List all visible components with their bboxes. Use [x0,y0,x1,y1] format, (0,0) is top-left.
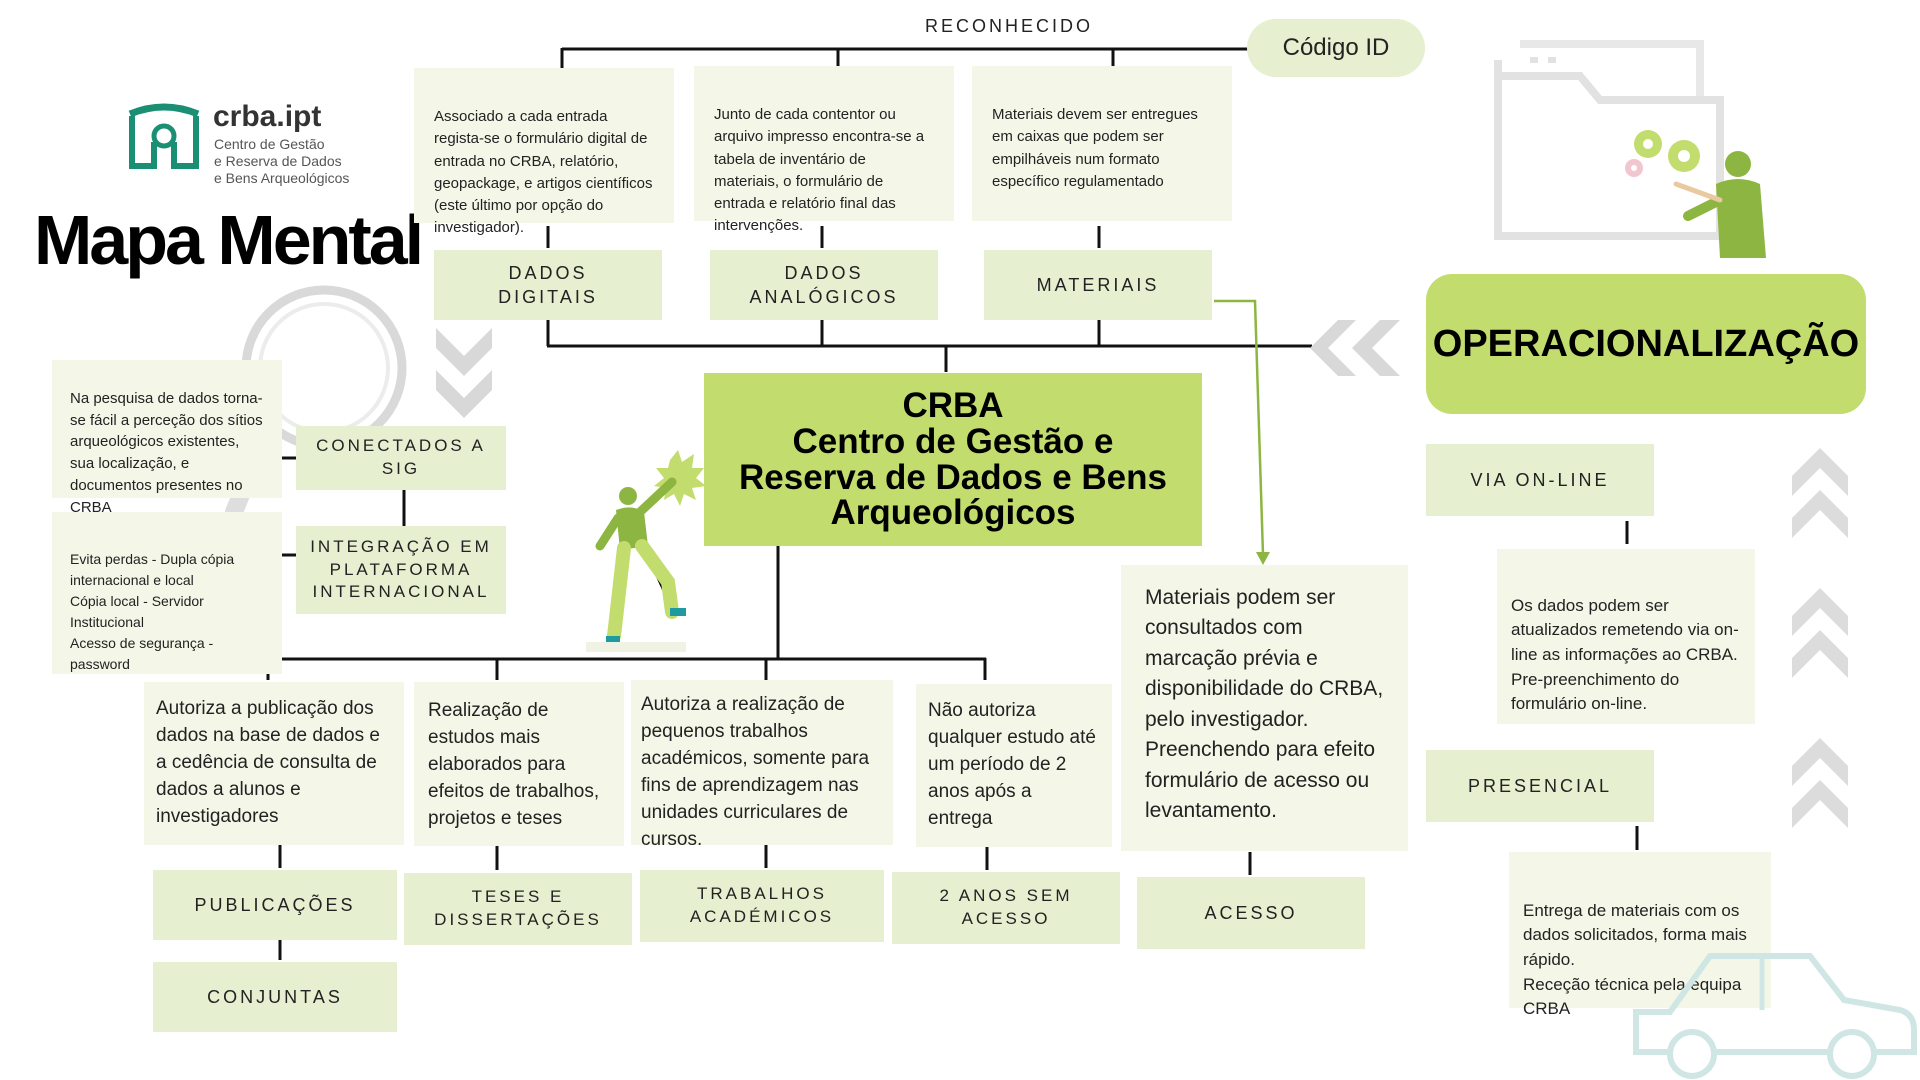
reconhecido-label: RECONHECIDO [925,16,1094,36]
logo-subtitle: Centro de Gestão e Reserva de Dados e Be… [214,136,350,186]
center-line-3: Reserva de Dados e Bens [739,457,1167,497]
dados-digitais-desc: Associado a cada entrada regista-se o fo… [414,68,674,236]
sig-desc-text: Na pesquisa de dados torna-se fácil a pe… [70,389,263,516]
center-line-2: Centro de Gestão e [792,421,1114,461]
teses-desc-text: Realização de estudos mais elaborados pa… [428,700,600,829]
dois-anos-label: 2 ANOS SEM ACESSO [892,872,1120,944]
chevron-up-icon [1792,448,1848,828]
operacionalizacao-title: OPERACIONALIZAÇÃO [1426,274,1866,414]
center-node: CRBA Centro de Gestão e Reserva de Dados… [704,373,1202,546]
presencial-label: PRESENCIAL [1426,750,1654,822]
climbing-person-icon [586,450,706,652]
presencial-desc: Entrega de materiais com os dados solici… [1509,852,1771,1018]
dados-digitais-desc-text: Associado a cada entrada regista-se o fo… [434,108,653,237]
logo: crba.ipt Centro de Gestão e Reserva de D… [124,100,374,190]
acesso-label: ACESSO [1137,877,1365,949]
chevron-down-icon [436,328,492,418]
person-icon [1673,151,1766,258]
materiais-label: MATERIAIS [984,250,1212,320]
trabalhos-label: TRABALHOS ACADÉMICOS [640,870,884,942]
center-line-4: Arqueológicos [830,493,1076,533]
integracao-label: INTEGRAÇÃO EM PLATAFORMA INTERNACIONAL [296,526,506,614]
page-title: Mapa Mental [34,201,424,279]
logo-icon [128,103,200,169]
car-icon [1633,953,1917,1079]
teses-label: TESES E DISSERTAÇÕES [404,873,632,945]
integracao-desc-text: Evita perdas - Dupla cópia internacional… [70,551,235,672]
sig-desc: Na pesquisa de dados torna-se fácil a pe… [52,360,282,516]
materiais-desc-text: Materiais devem ser entregues em caixas … [992,106,1198,190]
logo-name: crba.ipt [213,100,322,133]
materiais-desc: Materiais devem ser entregues em caixas … [972,66,1232,221]
folder-icon [1494,40,1724,240]
presencial-desc-text: Entrega de materiais com os dados solici… [1523,900,1747,1019]
via-online-desc: Os dados podem ser atualizados remetendo… [1497,549,1755,724]
dois-anos-desc-text: Não autoriza qualquer estudo até um perí… [928,700,1096,829]
publicacoes-desc: Autoriza a publicação dos dados na base … [144,682,404,845]
sig-label: CONECTADOS A SIG [296,426,506,490]
trabalhos-desc-text: Autoriza a realização de pequenos trabal… [641,694,870,850]
center-line-1: CRBA [902,386,1004,426]
via-online-label: VIA ON-LINE [1426,444,1654,516]
acesso-desc: Materiais podem ser consultados com marc… [1121,565,1408,851]
trabalhos-desc: Autoriza a realização de pequenos trabal… [631,680,893,850]
chevron-left-icon [1310,320,1400,376]
gear-icon [1625,130,1700,177]
dados-analogicos-desc-text: Junto de cada contentor ou arquivo impre… [714,106,925,235]
dados-digitais-label: DADOS DIGITAIS [434,250,662,320]
publicacoes-label: PUBLICAÇÕES [153,870,397,940]
codigo-id-badge: Código ID [1247,19,1425,77]
publicacoes-desc-text: Autoriza a publicação dos dados na base … [156,698,380,827]
acesso-desc-text: Materiais podem ser consultados com marc… [1145,586,1384,823]
integracao-desc: Evita perdas - Dupla cópia internacional… [52,512,282,674]
dois-anos-desc: Não autoriza qualquer estudo até um perí… [916,684,1112,847]
conjuntas-label: CONJUNTAS [153,962,397,1032]
dados-analogicos-desc: Junto de cada contentor ou arquivo impre… [694,66,954,234]
via-online-desc-text: Os dados podem ser atualizados remetendo… [1511,595,1739,714]
teses-desc: Realização de estudos mais elaborados pa… [414,682,624,846]
dados-analogicos-label: DADOS ANALÓGICOS [710,250,938,320]
